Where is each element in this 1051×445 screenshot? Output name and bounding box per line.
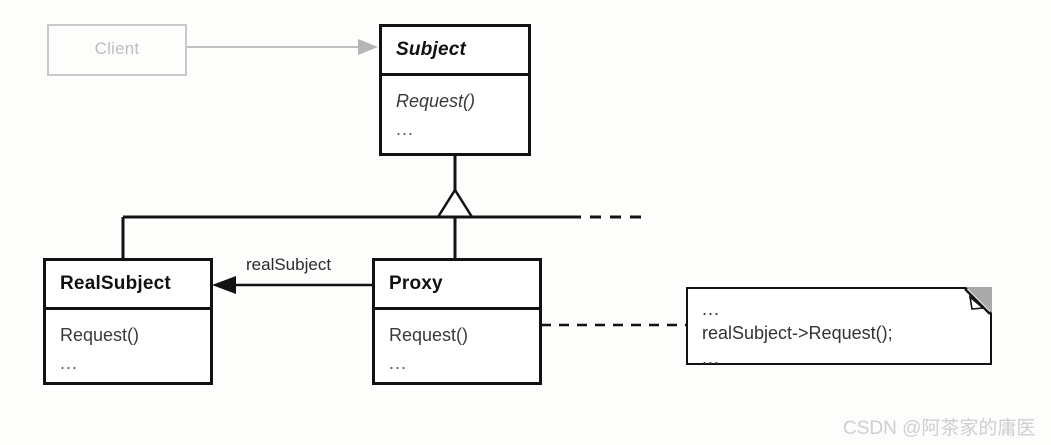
operation-item: ... — [389, 352, 408, 373]
class-operations-realsubject: Request() ... — [46, 310, 210, 378]
operation-item: Request() — [60, 325, 140, 345]
class-name-realsubject: RealSubject — [60, 273, 171, 294]
class-name-client: Client — [94, 39, 140, 58]
class-name-proxy: Proxy — [389, 273, 443, 294]
note-line: ... — [702, 347, 721, 368]
class-box-client[interactable]: Client — [47, 24, 187, 76]
class-divider-realsubject — [46, 307, 210, 310]
watermark-text: CSDN @阿茶家的庸医 — [843, 418, 1036, 439]
note-box-proxy-request[interactable]: ... realSubject->Request(); ... — [686, 287, 992, 368]
note-line: realSubject->Request(); — [702, 323, 893, 344]
connector-proxy-to-realsubject — [212, 276, 372, 294]
operation-item: ... — [396, 118, 415, 139]
operation-item: Request() — [396, 91, 476, 111]
association-label-realsubject: realSubject — [246, 255, 332, 274]
class-divider-proxy — [375, 307, 539, 310]
class-box-proxy[interactable]: Proxy Request() ... — [372, 258, 542, 385]
class-box-subject[interactable]: Subject Request() ... — [379, 24, 531, 156]
class-operations-proxy: Request() ... — [375, 310, 539, 378]
note-content: ... realSubject->Request(); ... — [688, 289, 990, 370]
note-fold-edge-icon — [964, 288, 991, 315]
operation-item: ... — [60, 352, 79, 373]
note-line: ... — [702, 299, 721, 319]
operation-item: Request() — [389, 325, 469, 345]
class-operations-subject: Request() ... — [382, 76, 528, 144]
class-name-subject: Subject — [396, 39, 467, 60]
class-divider-subject — [382, 73, 528, 76]
connector-client-to-subject — [185, 39, 378, 55]
class-box-realsubject[interactable]: RealSubject Request() ... — [43, 258, 213, 385]
connector-generalization-subject — [121, 156, 643, 259]
